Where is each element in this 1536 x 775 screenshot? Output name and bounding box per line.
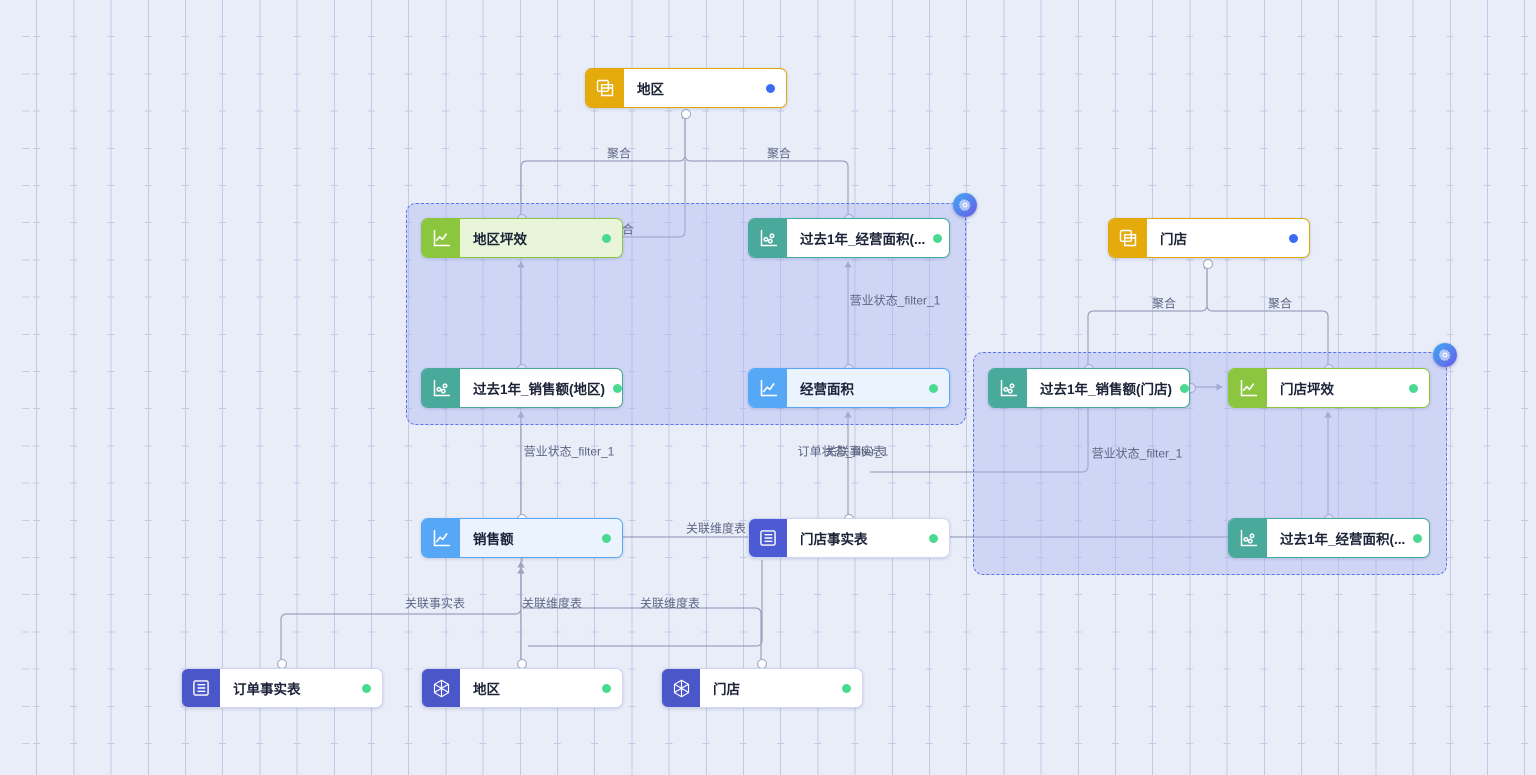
node-body: 门店 xyxy=(1147,219,1309,257)
scatter-plot-icon xyxy=(1229,519,1267,557)
trend-chart-icon xyxy=(422,519,460,557)
status-dot xyxy=(602,533,611,543)
status-dot xyxy=(1409,383,1418,393)
trend-chart-icon xyxy=(749,369,787,407)
edge-label: 聚合 xyxy=(1267,296,1293,311)
node-label: 地区坪效 xyxy=(473,232,527,247)
edge-label: 关联维度表 xyxy=(521,596,583,611)
table-icon xyxy=(182,669,220,707)
node-body: 销售额 xyxy=(460,519,622,557)
status-dot xyxy=(1413,533,1423,543)
status-dot xyxy=(929,383,938,393)
node-label: 过去1年_经营面积(... xyxy=(1280,532,1406,547)
node-body: 地区坪效 xyxy=(460,219,622,257)
node-label: 门店 xyxy=(713,682,740,697)
edge-label: 营业状态_filter_1 xyxy=(523,444,615,459)
layers-icon xyxy=(1109,219,1147,257)
node-store-dim[interactable]: 门店 xyxy=(1108,218,1310,258)
cube-icon xyxy=(422,669,460,707)
edge-label: 关联事实表 xyxy=(824,444,886,459)
node-py-area-region[interactable]: 过去1年_经营面积(... xyxy=(748,218,950,258)
status-dot xyxy=(602,683,611,693)
node-body: 地区 xyxy=(460,669,622,707)
node-body: 门店事实表 xyxy=(787,519,949,557)
settings-gear-icon xyxy=(958,199,971,212)
node-py-sales-region[interactable]: 过去1年_销售额(地区) xyxy=(421,368,623,408)
edge-label: 聚合 xyxy=(766,146,792,161)
group-store-settings-badge[interactable] xyxy=(1433,343,1457,367)
node-label: 销售额 xyxy=(473,532,514,547)
node-label: 经营面积 xyxy=(800,382,854,397)
status-dot xyxy=(1289,233,1298,243)
node-label: 过去1年_销售额(地区) xyxy=(473,382,606,397)
node-order-fact[interactable]: 订单事实表 xyxy=(181,668,383,708)
node-region-dim[interactable]: 地区 xyxy=(585,68,787,108)
layers-icon xyxy=(586,69,624,107)
node-store-ppsm[interactable]: 门店坪效 xyxy=(1228,368,1430,408)
node-body: 地区 xyxy=(624,69,786,107)
node-region-table[interactable]: 地区 xyxy=(421,668,623,708)
node-label: 门店事实表 xyxy=(800,532,868,547)
node-body: 经营面积 xyxy=(787,369,949,407)
status-dot xyxy=(929,533,938,543)
line-chart-icon xyxy=(1229,369,1267,407)
node-operating-area[interactable]: 经营面积 xyxy=(748,368,950,408)
node-label: 地区 xyxy=(473,682,500,697)
status-dot xyxy=(602,233,611,243)
edge-port xyxy=(1203,259,1213,269)
node-body: 过去1年_经营面积(... xyxy=(787,219,949,257)
status-dot xyxy=(613,383,622,393)
node-sales[interactable]: 销售额 xyxy=(421,518,623,558)
node-label: 门店 xyxy=(1160,232,1187,247)
node-label: 过去1年_销售额(门店) xyxy=(1040,382,1173,397)
node-body: 过去1年_经营面积(... xyxy=(1267,519,1429,557)
node-label: 地区 xyxy=(637,82,664,97)
edge-label: 营业状态_filter_1 xyxy=(1091,446,1183,461)
node-label: 门店坪效 xyxy=(1280,382,1334,397)
node-body: 门店 xyxy=(700,669,862,707)
status-dot xyxy=(933,233,943,243)
edge-label: 聚合 xyxy=(606,146,632,161)
edge-label: 聚合 xyxy=(1151,296,1177,311)
edge-label: 关联维度表 xyxy=(685,521,747,536)
group-region-settings-badge[interactable] xyxy=(953,193,977,217)
node-label: 过去1年_经营面积(... xyxy=(800,232,926,247)
scatter-plot-icon xyxy=(422,369,460,407)
cube-icon xyxy=(662,669,700,707)
node-body: 订单事实表 xyxy=(220,669,382,707)
line-chart-icon xyxy=(422,219,460,257)
status-dot xyxy=(362,683,371,693)
status-dot xyxy=(766,83,775,93)
node-store-fact[interactable]: 门店事实表 xyxy=(748,518,950,558)
edge-label: 关联事实表 xyxy=(404,596,466,611)
node-py-sales-store[interactable]: 过去1年_销售额(门店) xyxy=(988,368,1190,408)
node-body: 门店坪效 xyxy=(1267,369,1429,407)
node-body: 过去1年_销售额(门店) xyxy=(1027,369,1189,407)
node-label: 订单事实表 xyxy=(233,682,301,697)
edge-label: 关联维度表 xyxy=(639,596,701,611)
settings-gear-icon xyxy=(1438,349,1451,362)
node-body: 过去1年_销售额(地区) xyxy=(460,369,622,407)
status-dot xyxy=(1180,383,1189,393)
node-store-table[interactable]: 门店 xyxy=(661,668,863,708)
edge-label: 营业状态_filter_1 xyxy=(849,293,941,308)
scatter-plot-icon xyxy=(749,219,787,257)
status-dot xyxy=(842,683,851,693)
node-py-area-store[interactable]: 过去1年_经营面积(... xyxy=(1228,518,1430,558)
table-icon xyxy=(749,519,787,557)
edge-label: 订单状态_filter_1 xyxy=(797,444,889,459)
edge-port xyxy=(681,109,691,119)
node-region-ppsm[interactable]: 地区坪效 xyxy=(421,218,623,258)
scatter-plot-icon xyxy=(989,369,1027,407)
